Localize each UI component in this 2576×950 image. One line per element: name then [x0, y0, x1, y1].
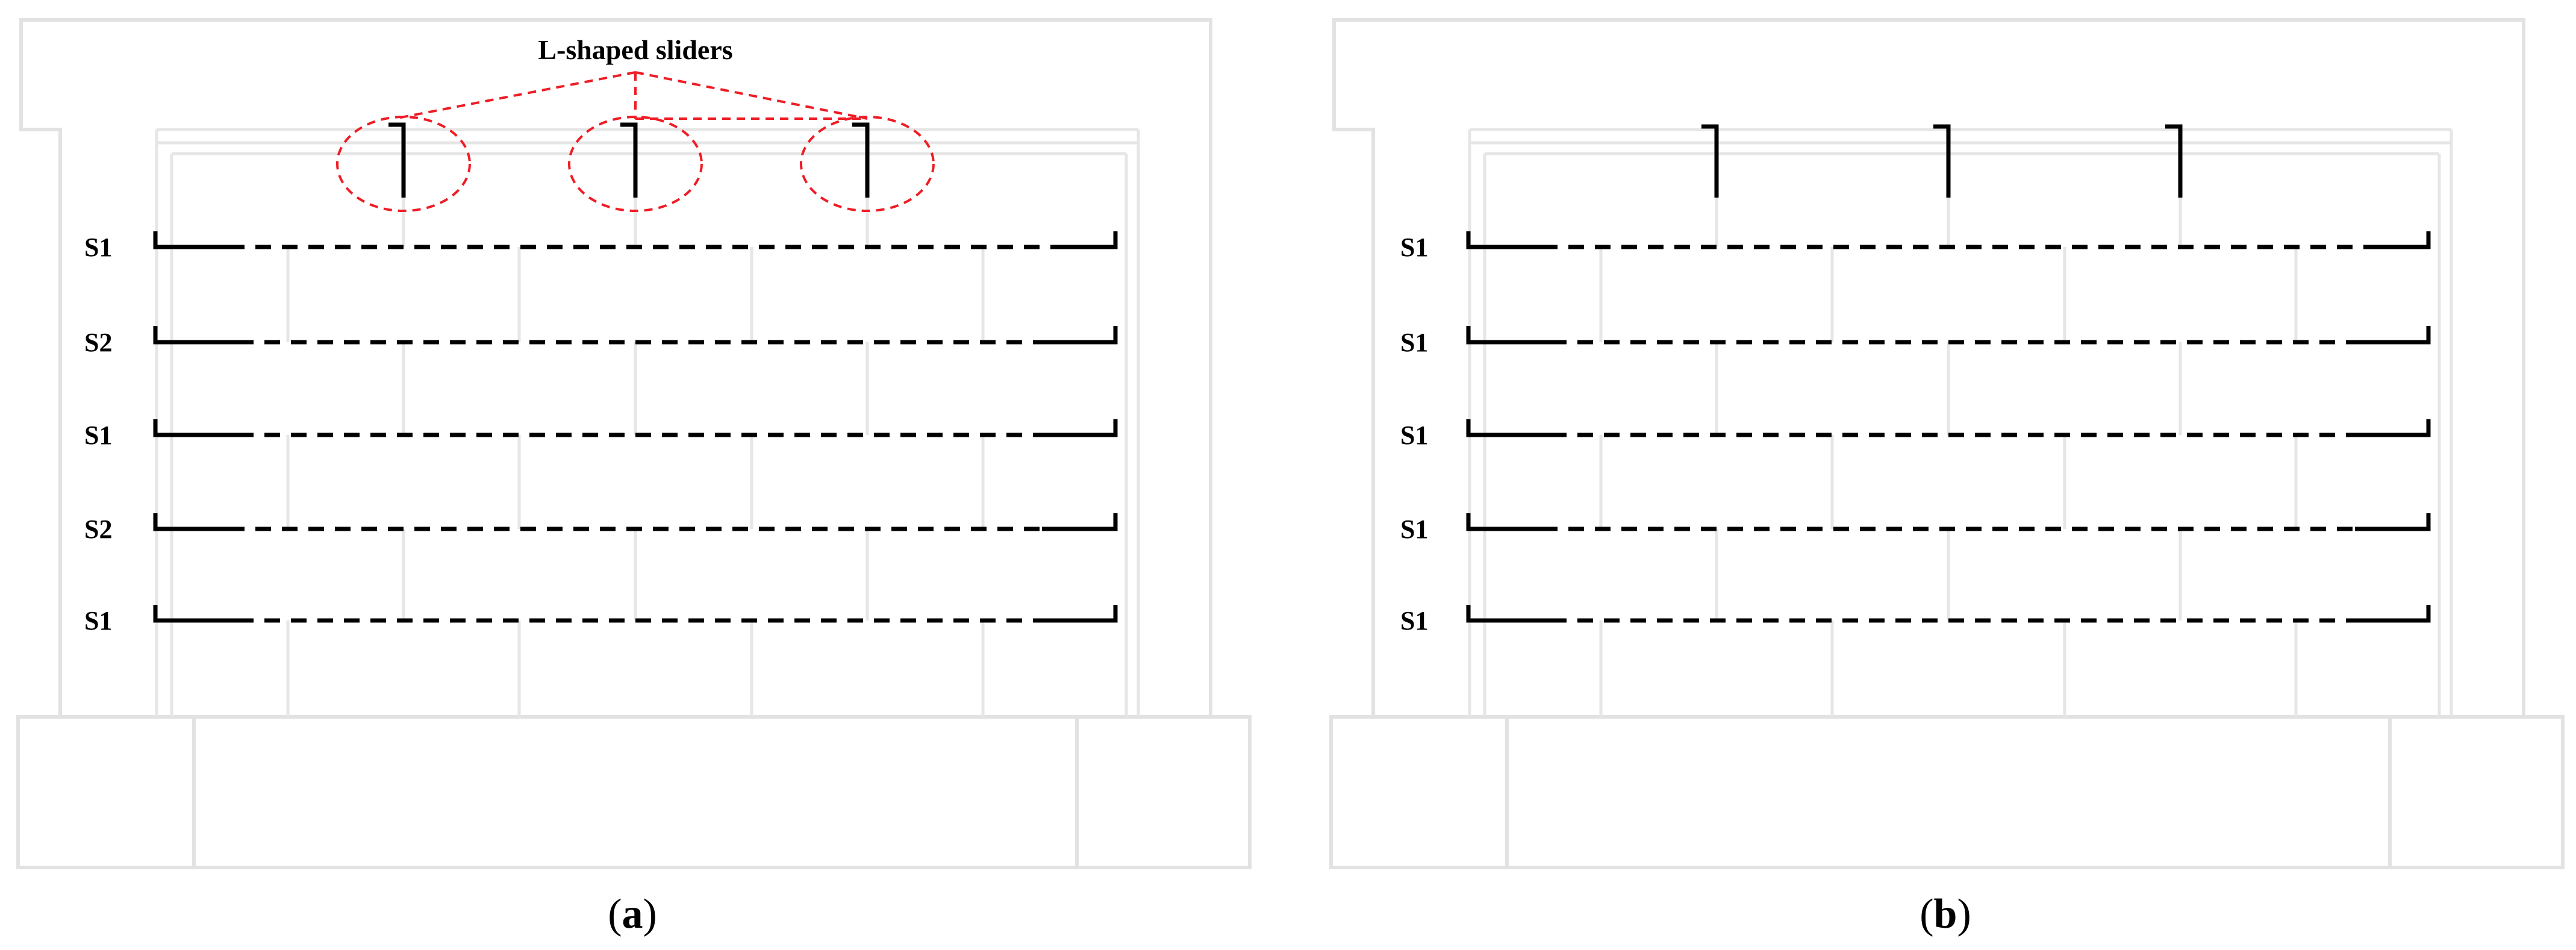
bed-joint-row: [153, 419, 1118, 437]
row-label: S1: [1400, 514, 1428, 544]
bed-joint-row: [153, 231, 1118, 249]
panel-caption: (a): [608, 891, 657, 937]
slider: [388, 122, 406, 198]
bed-joint-row: [153, 513, 1118, 531]
bed-joint-row: [1466, 513, 2431, 531]
callout-label: L-shaped sliders: [538, 34, 732, 65]
masonry-grid: [155, 128, 1140, 717]
bed-joint-row: [1466, 231, 2431, 249]
row-label: S1: [1400, 606, 1428, 636]
row-label: S1: [1400, 233, 1428, 262]
masonry-grid: [1468, 128, 2453, 717]
slider: [1933, 124, 1951, 198]
bed-joints: [1466, 231, 2431, 623]
frame-outline: [16, 18, 1252, 869]
slider: [1701, 124, 1719, 198]
row-label: S1: [84, 420, 112, 450]
l-shaped-sliders: [388, 122, 870, 198]
bed-joint-row: [1466, 419, 2431, 437]
row-label: S1: [84, 233, 112, 262]
slider-callout: L-shaped sliders: [336, 34, 935, 212]
bed-joint-row: [1466, 326, 2431, 345]
row-label: S1: [1400, 328, 1428, 357]
frame-outline: [1329, 18, 2565, 869]
l-shaped-sliders: [1701, 124, 2183, 198]
panel-b: S1 S1 S1 S1 S1 (b): [1329, 18, 2565, 937]
bed-joints: [153, 231, 1118, 623]
row-label: S2: [84, 328, 112, 357]
bed-joint-row: [153, 326, 1118, 345]
row-label: S2: [84, 514, 112, 544]
panel-caption: (b): [1920, 891, 1971, 937]
row-labels: S1 S1 S1 S1 S1: [1400, 233, 1428, 636]
slider: [620, 122, 638, 198]
row-label: S1: [1400, 420, 1428, 450]
row-labels: S1 S2 S1 S2 S1: [84, 233, 112, 636]
bed-joint-row: [1466, 605, 2431, 623]
slider: [2165, 124, 2183, 198]
row-label: S1: [84, 606, 112, 636]
slider: [852, 122, 870, 198]
panel-a: L-shaped sliders: [16, 18, 1252, 937]
bed-joint-row: [153, 605, 1118, 623]
